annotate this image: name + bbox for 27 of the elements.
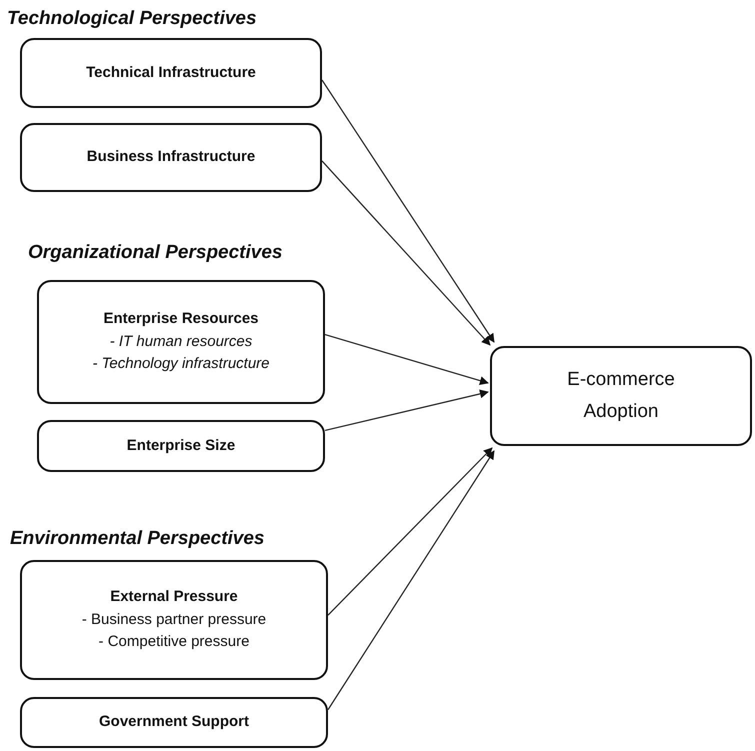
box-title: Government Support: [98, 712, 249, 732]
arrow: [328, 447, 493, 616]
box-title: External Pressure: [110, 587, 238, 608]
box-item: - Competitive pressure: [98, 632, 250, 652]
arrow: [324, 334, 489, 385]
box-item: - IT human resources: [110, 332, 252, 352]
factor-box: [20, 38, 322, 108]
box-title: Enterprise Size: [126, 436, 236, 456]
outcome-box: [490, 346, 752, 446]
group-heading: Environmental Perspectives: [10, 528, 264, 550]
factor-box: [20, 560, 328, 680]
group-heading: Organizational Perspectives: [28, 242, 282, 264]
box-title: E-commerce Adoption: [566, 368, 676, 424]
factor-box: [37, 280, 325, 404]
arrow: [328, 450, 494, 710]
factor-box: [37, 420, 325, 472]
box-title: Technical Infrastructure: [86, 62, 256, 83]
arrow: [324, 389, 489, 431]
arrow: [322, 160, 491, 346]
group-heading: Technological Perspectives: [7, 8, 257, 30]
box-item: - Technology infrastructure: [92, 354, 270, 374]
box-title: Enterprise Resources: [103, 309, 259, 330]
box-title: Business Infrastructure: [86, 147, 256, 168]
factor-box: [20, 123, 322, 192]
arrow: [322, 80, 494, 343]
factor-box: [20, 697, 328, 748]
box-item: - Business partner pressure: [82, 610, 266, 630]
